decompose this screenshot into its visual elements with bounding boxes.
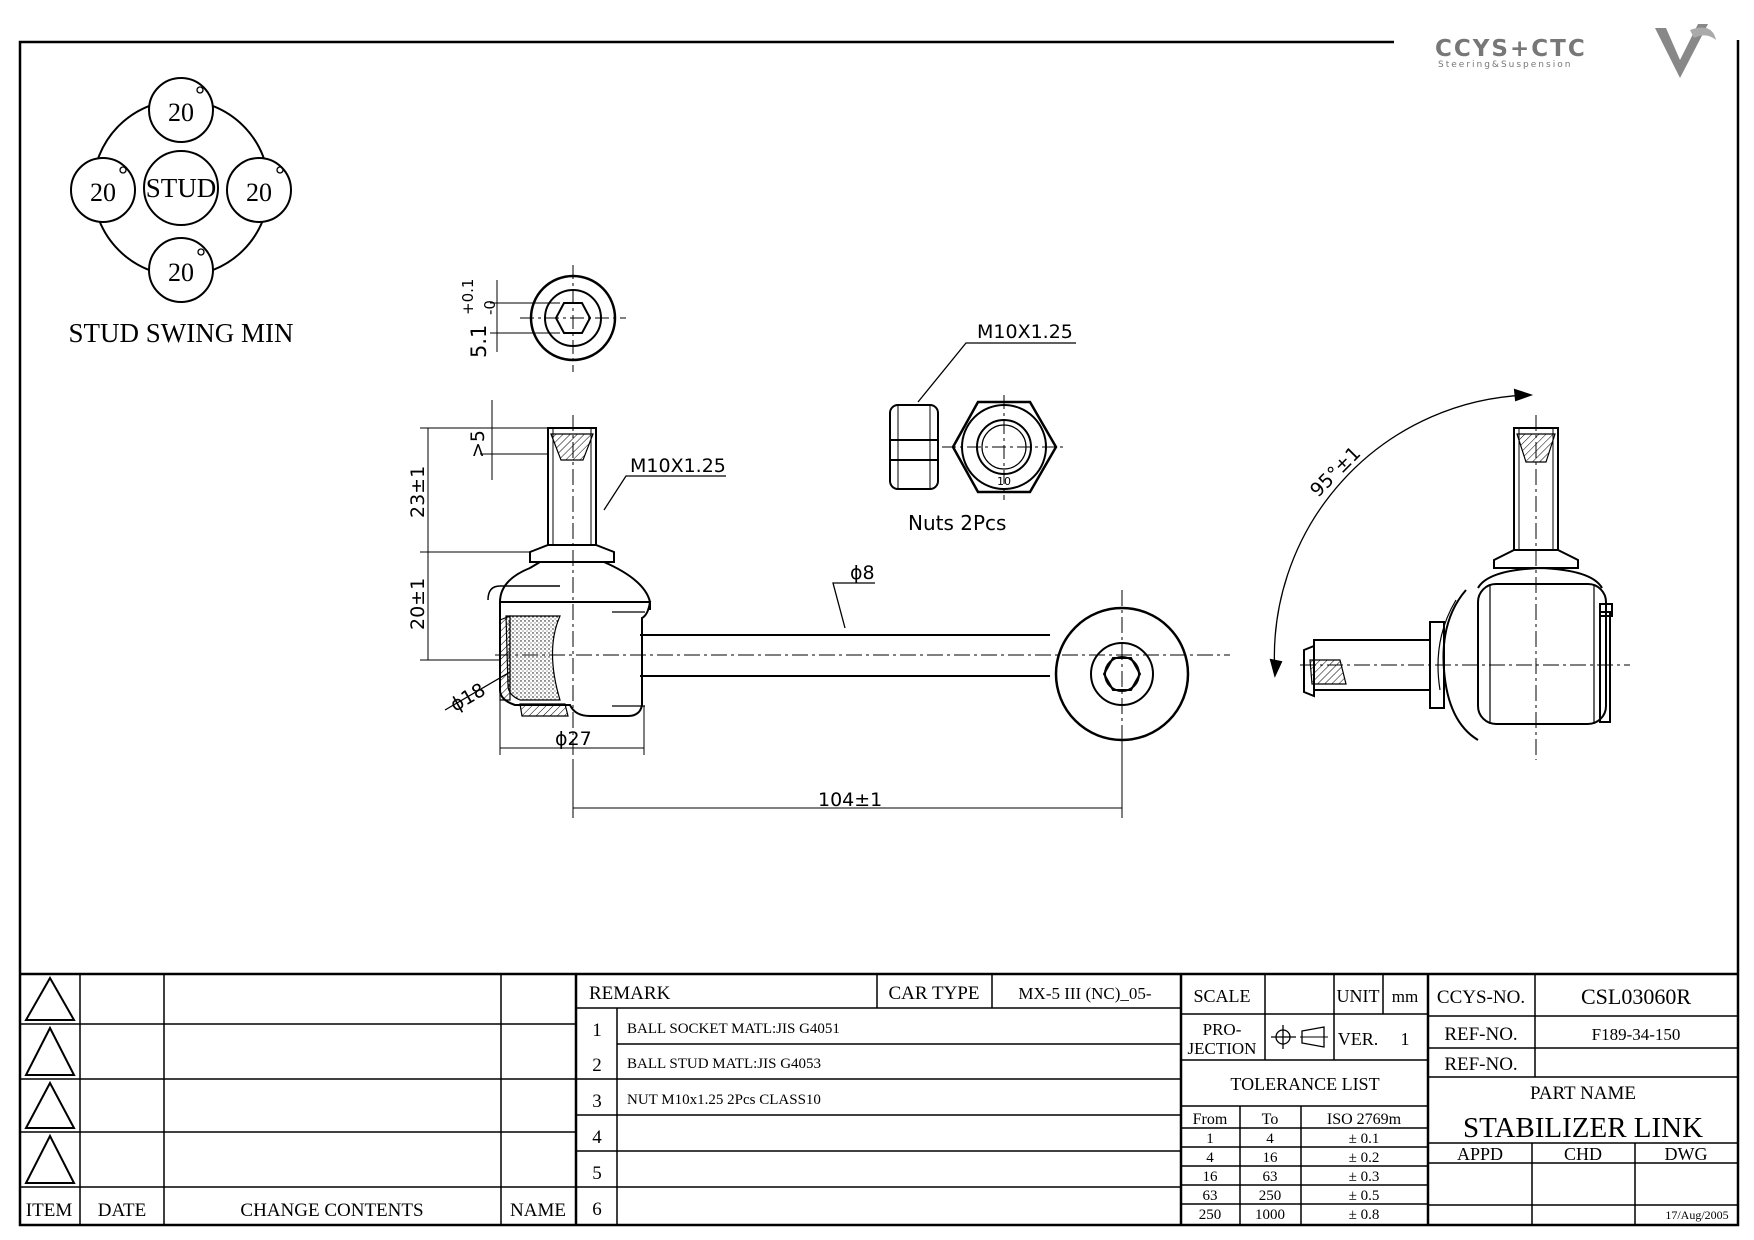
- tol-row-4-value: ± 0.5: [1349, 1188, 1380, 1204]
- remark-row-6-no: 6: [592, 1199, 602, 1220]
- ref-no-value: F189-34-150: [1592, 1025, 1681, 1044]
- stud-swing-diagram: [70, 77, 292, 303]
- drawing-date: 17/Aug/2005: [1665, 1208, 1728, 1222]
- remark-row-4-no: 4: [592, 1127, 602, 1148]
- dim-body-height: 20±1: [407, 578, 429, 630]
- dim-hex-socket: 5.1: [467, 325, 491, 358]
- projection-symbol-icon: [1271, 1025, 1328, 1049]
- tol-row-4-from: 63: [1203, 1188, 1218, 1204]
- tol-row-2-from: 4: [1206, 1150, 1214, 1166]
- hex-socket-view: [490, 265, 626, 372]
- stud-thread-label: M10X1.25: [630, 455, 726, 477]
- nut-views: [889, 342, 1076, 500]
- remark-row-2-text: BALL STUD MATL:JIS G4053: [627, 1056, 821, 1072]
- rev-header-contents: CHANGE CONTENTS: [240, 1200, 423, 1221]
- dim-rod-dia: ϕ8: [850, 562, 875, 584]
- nut-thread-label: M10X1.25: [977, 321, 1073, 343]
- remark-row-1-text: BALL SOCKET MATL:JIS G4051: [627, 1021, 840, 1037]
- dim-ball-dia: ϕ18: [447, 679, 490, 716]
- tolerance-title: TOLERANCE LIST: [1230, 1074, 1379, 1094]
- tol-row-5-to: 1000: [1255, 1207, 1285, 1223]
- car-type-value: MX-5 III (NC)_05-: [1018, 984, 1151, 1003]
- dim-stud-length: 23±1: [407, 466, 429, 518]
- remark-row-3-no: 3: [592, 1091, 602, 1112]
- tol-row-1-from: 1: [1206, 1131, 1214, 1147]
- tol-row-3-value: ± 0.3: [1349, 1169, 1380, 1185]
- remark-row-1-no: 1: [592, 1020, 602, 1041]
- remark-row-2-no: 2: [592, 1055, 602, 1076]
- nut-class-mark: 10: [997, 475, 1011, 488]
- tol-header-iso: ISO 2769m: [1327, 1111, 1402, 1128]
- remark-row-5-no: 5: [592, 1163, 602, 1184]
- unit-label: UNIT: [1337, 986, 1380, 1006]
- ccys-no-label: CCYS-NO.: [1437, 987, 1525, 1008]
- stabilizer-link-angle-view: [1269, 388, 1630, 760]
- rev-header-date: DATE: [98, 1200, 147, 1221]
- dim-hex-tol-lower: -0: [481, 300, 499, 315]
- rev-header-name: NAME: [510, 1200, 566, 1221]
- swing-center-label: STUD: [146, 173, 217, 203]
- logo-tagline: Steering&Suspension: [1438, 60, 1572, 70]
- tol-row-4-to: 250: [1259, 1188, 1282, 1204]
- tol-row-3-from: 16: [1203, 1169, 1219, 1185]
- part-name-label: PART NAME: [1530, 1083, 1636, 1104]
- remark-row-3-text: NUT M10x1.25 2Pcs CLASS10: [627, 1092, 821, 1108]
- tol-row-3-to: 63: [1263, 1169, 1278, 1185]
- ver-label: VER.: [1338, 1029, 1379, 1049]
- brand-logo: CCYS+CTC Steering&Suspension: [1435, 24, 1716, 78]
- sheet-border: [18, 40, 1740, 1227]
- tol-row-5-value: ± 0.8: [1349, 1207, 1380, 1223]
- projection-label-1: PRO-: [1203, 1020, 1242, 1039]
- unit-value: mm: [1392, 987, 1418, 1006]
- dim-length: 104±1: [818, 789, 882, 811]
- swing-top-value: 20: [168, 98, 194, 127]
- chd-label: CHD: [1564, 1144, 1602, 1164]
- dim-socket-dia: ϕ27: [555, 728, 592, 750]
- scale-label: SCALE: [1193, 986, 1250, 1006]
- swing-title: STUD SWING MIN: [69, 318, 294, 348]
- tol-row-2-to: 16: [1263, 1150, 1279, 1166]
- swing-bottom-value: 20: [168, 258, 194, 287]
- remark-label: REMARK: [589, 983, 671, 1004]
- swing-right-value: 20: [246, 178, 272, 207]
- dwg-label: DWG: [1665, 1144, 1708, 1164]
- rev-header-item: ITEM: [26, 1200, 73, 1221]
- swing-left-value: 20: [90, 178, 116, 207]
- dim-thread-depth: >5: [467, 430, 489, 458]
- tol-row-1-value: ± 0.1: [1349, 1131, 1380, 1147]
- nut-caption: Nuts 2Pcs: [908, 511, 1006, 535]
- projection-label-2: JECTION: [1188, 1039, 1257, 1058]
- ref-no-label: REF-NO.: [1444, 1024, 1517, 1045]
- tol-header-to: To: [1262, 1111, 1279, 1128]
- car-type-label: CAR TYPE: [889, 983, 980, 1004]
- tol-row-1-to: 4: [1266, 1131, 1274, 1147]
- stabilizer-link-side-view: [420, 400, 1230, 818]
- part-name-value: STABILIZER LINK: [1463, 1112, 1703, 1144]
- logo-brand: CCYS+CTC: [1435, 36, 1587, 62]
- dim-angle: 95°±1: [1306, 442, 1365, 501]
- appd-label: APPD: [1457, 1144, 1503, 1164]
- ccys-no-value: CSL03060R: [1581, 984, 1691, 1009]
- ref-no-label-2: REF-NO.: [1444, 1054, 1517, 1075]
- tol-row-5-from: 250: [1199, 1207, 1222, 1223]
- ver-value: 1: [1401, 1029, 1410, 1049]
- dim-hex-tol-upper: +0.1: [459, 279, 477, 315]
- title-block-grid: [20, 974, 1738, 1225]
- tol-header-from: From: [1193, 1111, 1228, 1128]
- tol-row-2-value: ± 0.2: [1349, 1150, 1380, 1166]
